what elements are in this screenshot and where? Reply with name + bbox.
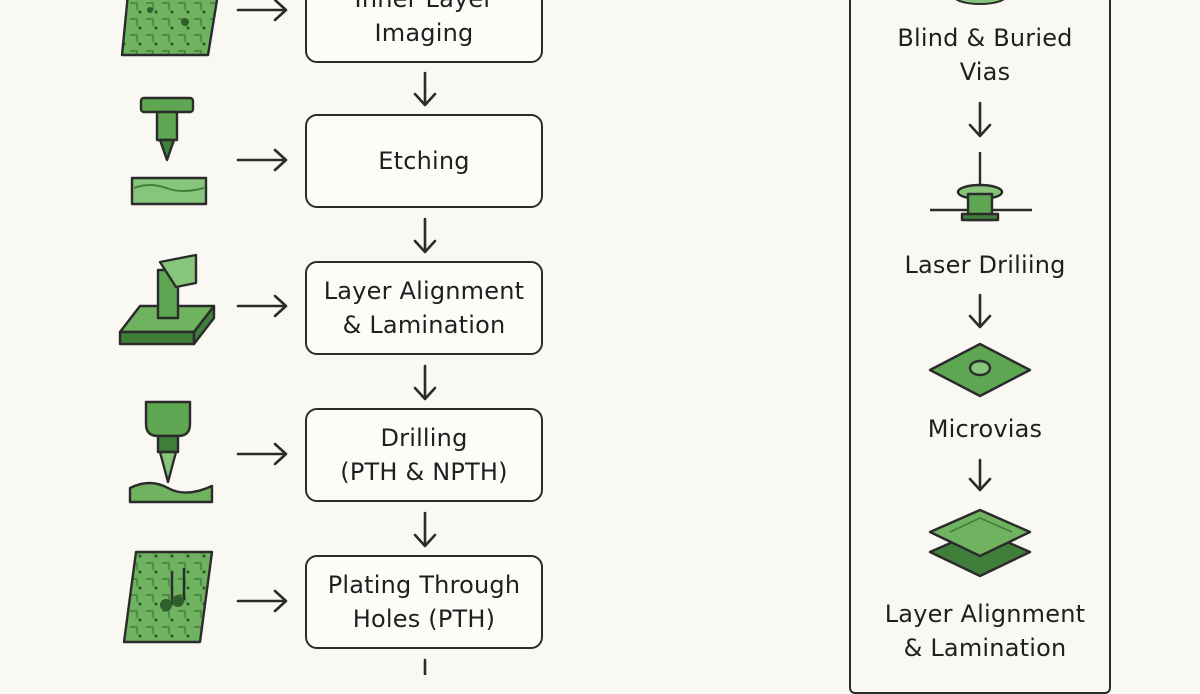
down-arrow-icon xyxy=(413,364,437,401)
side-label-layer-alignment-lamination: Layer Alignment & Lamination xyxy=(884,600,1086,662)
right-arrow-icon xyxy=(236,0,288,22)
step-label: Layer Alignment & Lamination xyxy=(323,277,525,339)
down-arrow-icon xyxy=(968,293,992,329)
right-arrow-icon xyxy=(236,442,288,466)
step-box-etching: Etching xyxy=(305,114,543,208)
step-label: Drilling (PTH & NPTH) xyxy=(340,424,508,486)
right-arrow-icon xyxy=(236,148,288,172)
side-label-laser-drilling: Laser Driliing xyxy=(904,251,1066,279)
down-arrow-icon xyxy=(413,511,437,548)
diagram-graphics xyxy=(118,0,1032,675)
etching-tool-icon xyxy=(130,96,208,206)
down-arrow-icon xyxy=(413,71,437,107)
right-arrow-icon xyxy=(236,294,288,318)
down-arrow-icon xyxy=(968,458,992,492)
step-label: Inner Layer Imaging xyxy=(355,0,494,47)
step-label: Etching xyxy=(378,147,470,175)
stacked-layers-icon xyxy=(928,508,1032,578)
side-label-microvias: Microvias xyxy=(927,415,1043,443)
side-label-blind-buried-vias: Blind & Buried Vias xyxy=(897,24,1073,86)
step-box-drilling: Drilling (PTH & NPTH) xyxy=(305,408,543,502)
laser-drill-icon xyxy=(930,152,1032,222)
drill-icon xyxy=(128,400,214,504)
plated-board-icon xyxy=(122,550,214,644)
right-arrow-icon xyxy=(236,589,288,613)
microvia-pad-icon xyxy=(928,342,1032,398)
lamination-press-icon xyxy=(118,253,216,346)
via-icon xyxy=(955,0,1005,5)
pcb-board-icon xyxy=(120,0,219,57)
down-arrow-icon xyxy=(968,101,992,138)
down-arrow-icon xyxy=(413,217,437,254)
step-box-inner-layer-imaging: Inner Layer Imaging xyxy=(305,0,543,63)
step-box-layer-alignment-lamination: Layer Alignment & Lamination xyxy=(305,261,543,355)
step-box-plating-through-holes: Plating Through Holes (PTH) xyxy=(305,555,543,649)
step-label: Plating Through Holes (PTH) xyxy=(327,571,521,633)
